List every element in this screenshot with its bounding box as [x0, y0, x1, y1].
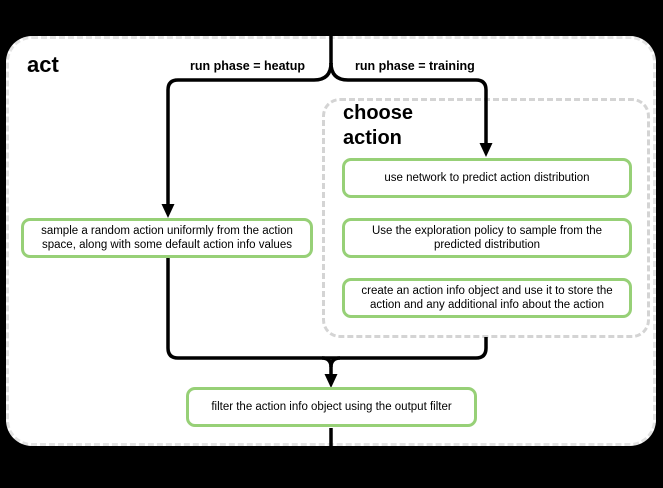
act-container-label: act: [27, 52, 59, 77]
node-filter-output-text: filter the action info object using the …: [211, 400, 452, 413]
branch-label-heatup: run phase = heatup: [190, 59, 305, 73]
node-sample-random-action: sample a random action uniformly from th…: [21, 218, 313, 258]
choose-action-group-label: choose action: [343, 102, 414, 149]
node-filter-output: filter the action info object using the …: [186, 387, 477, 427]
node-create-action-info-text: create an action info object and use it …: [361, 284, 613, 312]
node-exploration-policy: Use the exploration policy to sample fro…: [342, 218, 632, 258]
node-use-network: use network to predict action distributi…: [342, 158, 632, 198]
branch-label-training: run phase = training: [355, 59, 475, 73]
node-use-network-text: use network to predict action distributi…: [384, 171, 590, 184]
node-create-action-info: create an action info object and use it …: [342, 278, 632, 318]
node-sample-random-action-text: sample a random action uniformly from th…: [41, 224, 293, 252]
node-exploration-policy-text: Use the exploration policy to sample fro…: [371, 224, 603, 252]
